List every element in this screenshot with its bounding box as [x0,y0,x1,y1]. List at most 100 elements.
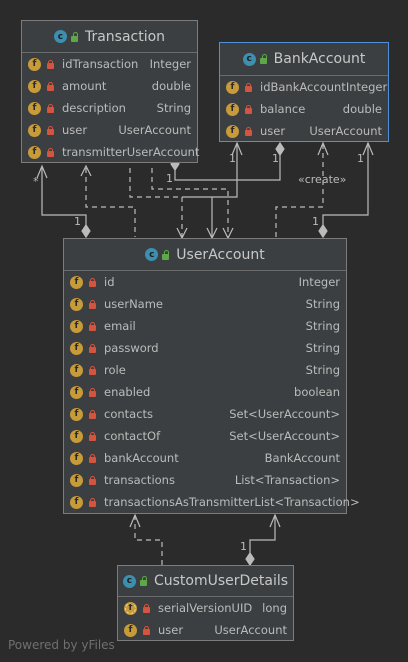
field-icon: f [70,275,83,289]
edge-useraccount-bankaccount-create[interactable] [275,143,324,237]
field-name: balance [260,102,306,116]
field-row[interactable]: f serialVersionUID long [118,597,293,619]
field-row[interactable]: f description String [22,97,197,119]
private-lock-icon [47,59,54,69]
class-bankaccount[interactable]: c BankAccount f idBankAccount Integer f … [219,42,389,142]
field-row[interactable]: f contactOf Set<UserAccount> [64,425,346,447]
class-name: BankAccount [273,51,366,67]
field-row[interactable]: f id Integer [64,271,346,293]
field-name: bankAccount [104,451,179,465]
public-lock-icon [70,31,79,42]
field-name: role [104,363,126,377]
edge-transaction-useraccount-many[interactable] [36,164,91,239]
field-type: UserAccount [126,145,200,159]
field-icon: f [28,57,41,71]
private-lock-icon [47,81,54,91]
field-name: idTransaction [62,57,139,71]
field-type: UserAccount [309,124,382,138]
class-useraccount[interactable]: c UserAccount f id Integer f userName St… [63,238,360,514]
field-row[interactable]: f transactionsAsTransmitter List<Transac… [64,491,360,513]
private-lock-icon [89,453,96,463]
field-icon: f [70,429,83,443]
stereotype-label: «create» [298,173,347,186]
class-header: c Transaction [22,21,197,53]
field-type: Set<UserAccount> [229,407,340,421]
field-name: serialVersionUID [158,601,253,615]
field-type: List<Transaction> [234,473,340,487]
field-row[interactable]: f idBankAccount Integer [220,76,388,98]
field-row[interactable]: f email String [64,315,346,337]
field-row[interactable]: f transactions List<Transaction> [64,469,346,491]
field-row[interactable]: f contacts Set<UserAccount> [64,403,346,425]
field-type: Set<UserAccount> [229,429,340,443]
private-lock-icon [47,125,54,135]
edge-customuserdetails-useraccount-dashed[interactable] [134,515,163,565]
field-row[interactable]: f amount double [22,75,197,97]
field-name: transactions [104,473,175,487]
edge-customuserdetails-useraccount[interactable] [245,515,276,567]
field-row[interactable]: f password String [64,337,346,359]
field-name: contacts [104,407,154,421]
field-name: id [104,275,115,289]
field-name: contactOf [104,429,161,443]
powered-by-footer: Powered by yFiles [8,638,115,652]
field-icon: f [70,363,83,377]
field-type: long [262,601,287,615]
field-name: user [158,623,184,637]
field-icon: f [70,385,83,399]
class-name: UserAccount [176,246,265,263]
private-lock-icon [89,475,96,485]
field-icon: f [70,341,83,355]
field-row[interactable]: f user UserAccount [220,120,388,142]
arrowhead [269,513,281,528]
multiplicity-label: 1 [240,540,247,553]
field-type: double [151,79,191,93]
field-type: UserAccount [214,623,287,637]
private-lock-icon [47,103,54,113]
private-lock-icon [89,299,96,309]
multiplicity-label: * [33,175,39,188]
field-row[interactable]: f bankAccount BankAccount [64,447,346,469]
field-name: email [104,319,136,333]
class-header: c CustomUserDetails [118,566,293,597]
field-name: user [260,124,286,138]
field-type: Integer [345,80,388,94]
field-row[interactable]: f user UserAccount [22,119,197,141]
private-lock-icon [143,603,150,613]
field-row[interactable]: f user UserAccount [118,619,293,641]
field-icon: f [124,623,137,637]
field-type: boolean [294,385,340,399]
field-icon: f [226,80,239,94]
class-icon: c [122,574,136,588]
class-icon: c [242,52,256,66]
field-row[interactable]: f balance double [220,98,388,120]
public-lock-icon [161,249,170,260]
field-name: userName [104,297,164,311]
field-type: String [305,319,340,333]
field-icon: f [226,102,239,116]
field-row[interactable]: f role String [64,359,346,381]
private-lock-icon [245,126,252,136]
static-field-icon: f [124,601,137,615]
field-type: BankAccount [264,451,340,465]
field-type: List<Transaction> [254,495,360,509]
multiplicity-label: 1 [272,152,279,165]
field-name: amount [62,79,107,93]
field-row[interactable]: f enabled boolean [64,381,346,403]
field-icon: f [226,124,239,138]
field-row[interactable]: f transmitter UserAccount [22,141,200,163]
private-lock-icon [245,82,252,92]
edge-transaction-fields-useraccount[interactable] [129,168,229,237]
class-name: Transaction [84,28,166,45]
field-row[interactable]: f idTransaction Integer [22,53,197,75]
field-type: double [342,102,382,116]
field-row[interactable]: f userName String [64,293,346,315]
class-header: c BankAccount [220,43,388,76]
private-lock-icon [89,343,96,353]
class-customuserdetails[interactable]: c CustomUserDetails f serialVersionUID l… [117,565,294,641]
edge-transaction-useraccount-dashed[interactable] [85,168,136,237]
class-transaction[interactable]: c Transaction f idTransaction Integer f … [21,20,200,163]
edge-useraccount-bankaccount[interactable] [318,143,369,239]
field-icon: f [70,297,83,311]
